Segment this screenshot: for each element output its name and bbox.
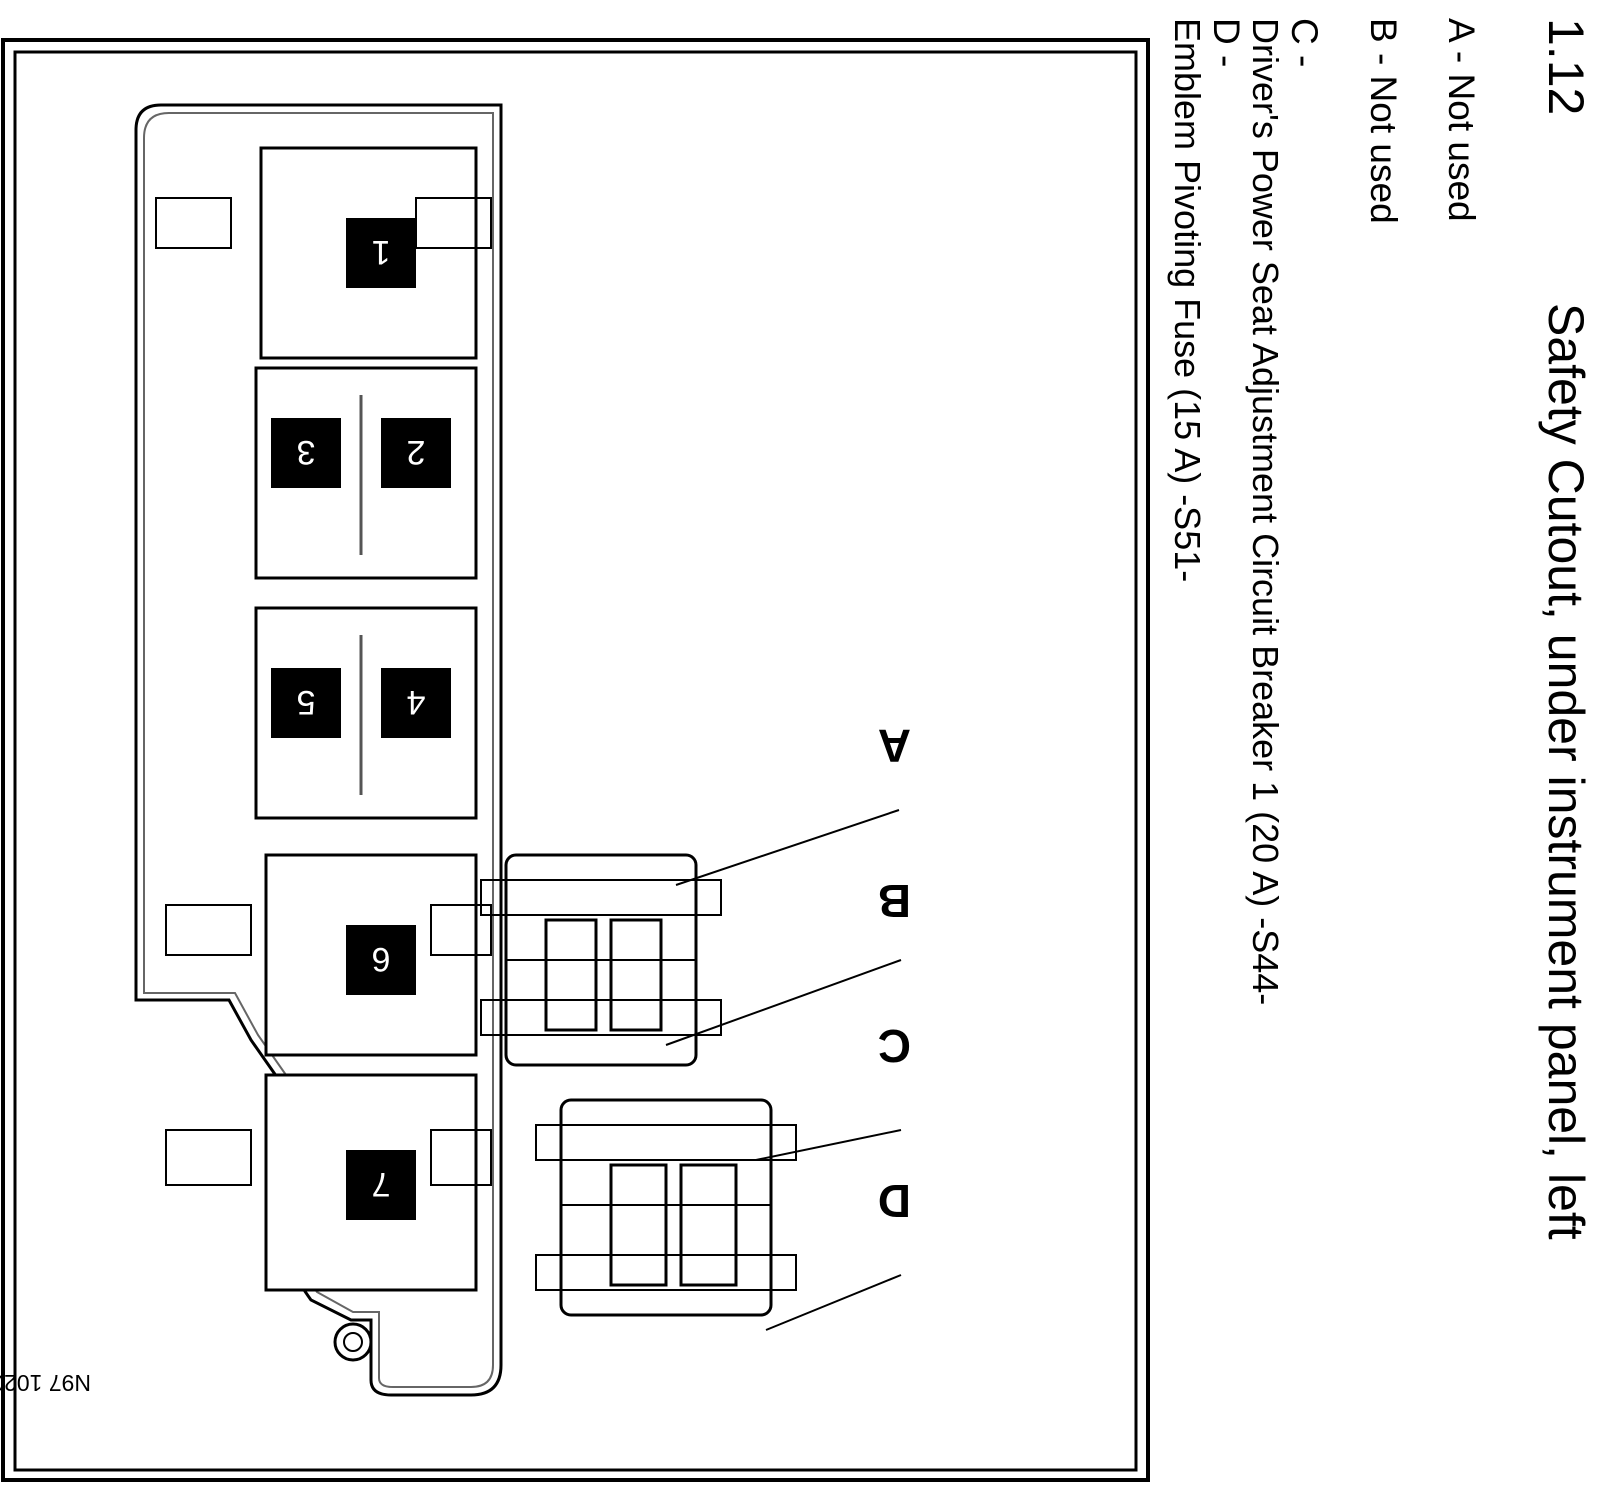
carrier-inner-outline xyxy=(143,112,494,1388)
position-badge xyxy=(381,668,451,738)
position-badge xyxy=(271,418,341,488)
callout-letter: C xyxy=(878,1020,911,1072)
relay-position-6: 6 xyxy=(165,853,492,1057)
position-number: 6 xyxy=(372,940,391,978)
breaker-block-c-d xyxy=(535,1098,797,1317)
inner-frame xyxy=(13,50,1138,1472)
position-badge xyxy=(346,1150,416,1220)
leader-line xyxy=(665,959,902,1046)
callout-letter: B xyxy=(878,875,911,927)
position-number: 3 xyxy=(297,433,316,471)
position-number: 1 xyxy=(372,233,391,271)
callout-a: A xyxy=(675,720,911,886)
callout-letter: A xyxy=(878,720,911,772)
relay-position-7: 7 xyxy=(165,1073,492,1292)
position-badge xyxy=(346,218,416,288)
position-number: 4 xyxy=(407,683,426,721)
position-badge xyxy=(381,418,451,488)
callout-letter: D xyxy=(878,1175,911,1227)
callout-c: C xyxy=(755,1020,911,1161)
position-badge xyxy=(346,925,416,995)
position-number: 2 xyxy=(407,433,426,471)
mounting-eye xyxy=(333,1322,373,1362)
relay-position-4-5: 4 5 xyxy=(254,606,478,820)
leader-line xyxy=(675,809,900,886)
relay-position-1: 1 xyxy=(155,146,492,360)
carrier-outline xyxy=(134,103,503,1397)
leader-line xyxy=(765,1274,902,1331)
position-badge xyxy=(271,668,341,738)
leader-line xyxy=(755,1129,902,1161)
callout-d: D xyxy=(765,1175,911,1331)
callout-b: B xyxy=(665,875,911,1046)
relay-position-2-3: 2 3 xyxy=(254,366,478,580)
breaker-block-a-b xyxy=(480,853,722,1067)
position-number: 7 xyxy=(372,1165,391,1203)
outer-frame xyxy=(1,38,1150,1482)
position-number: 5 xyxy=(297,683,316,721)
reference-code: N97 10232 xyxy=(0,1370,91,1396)
